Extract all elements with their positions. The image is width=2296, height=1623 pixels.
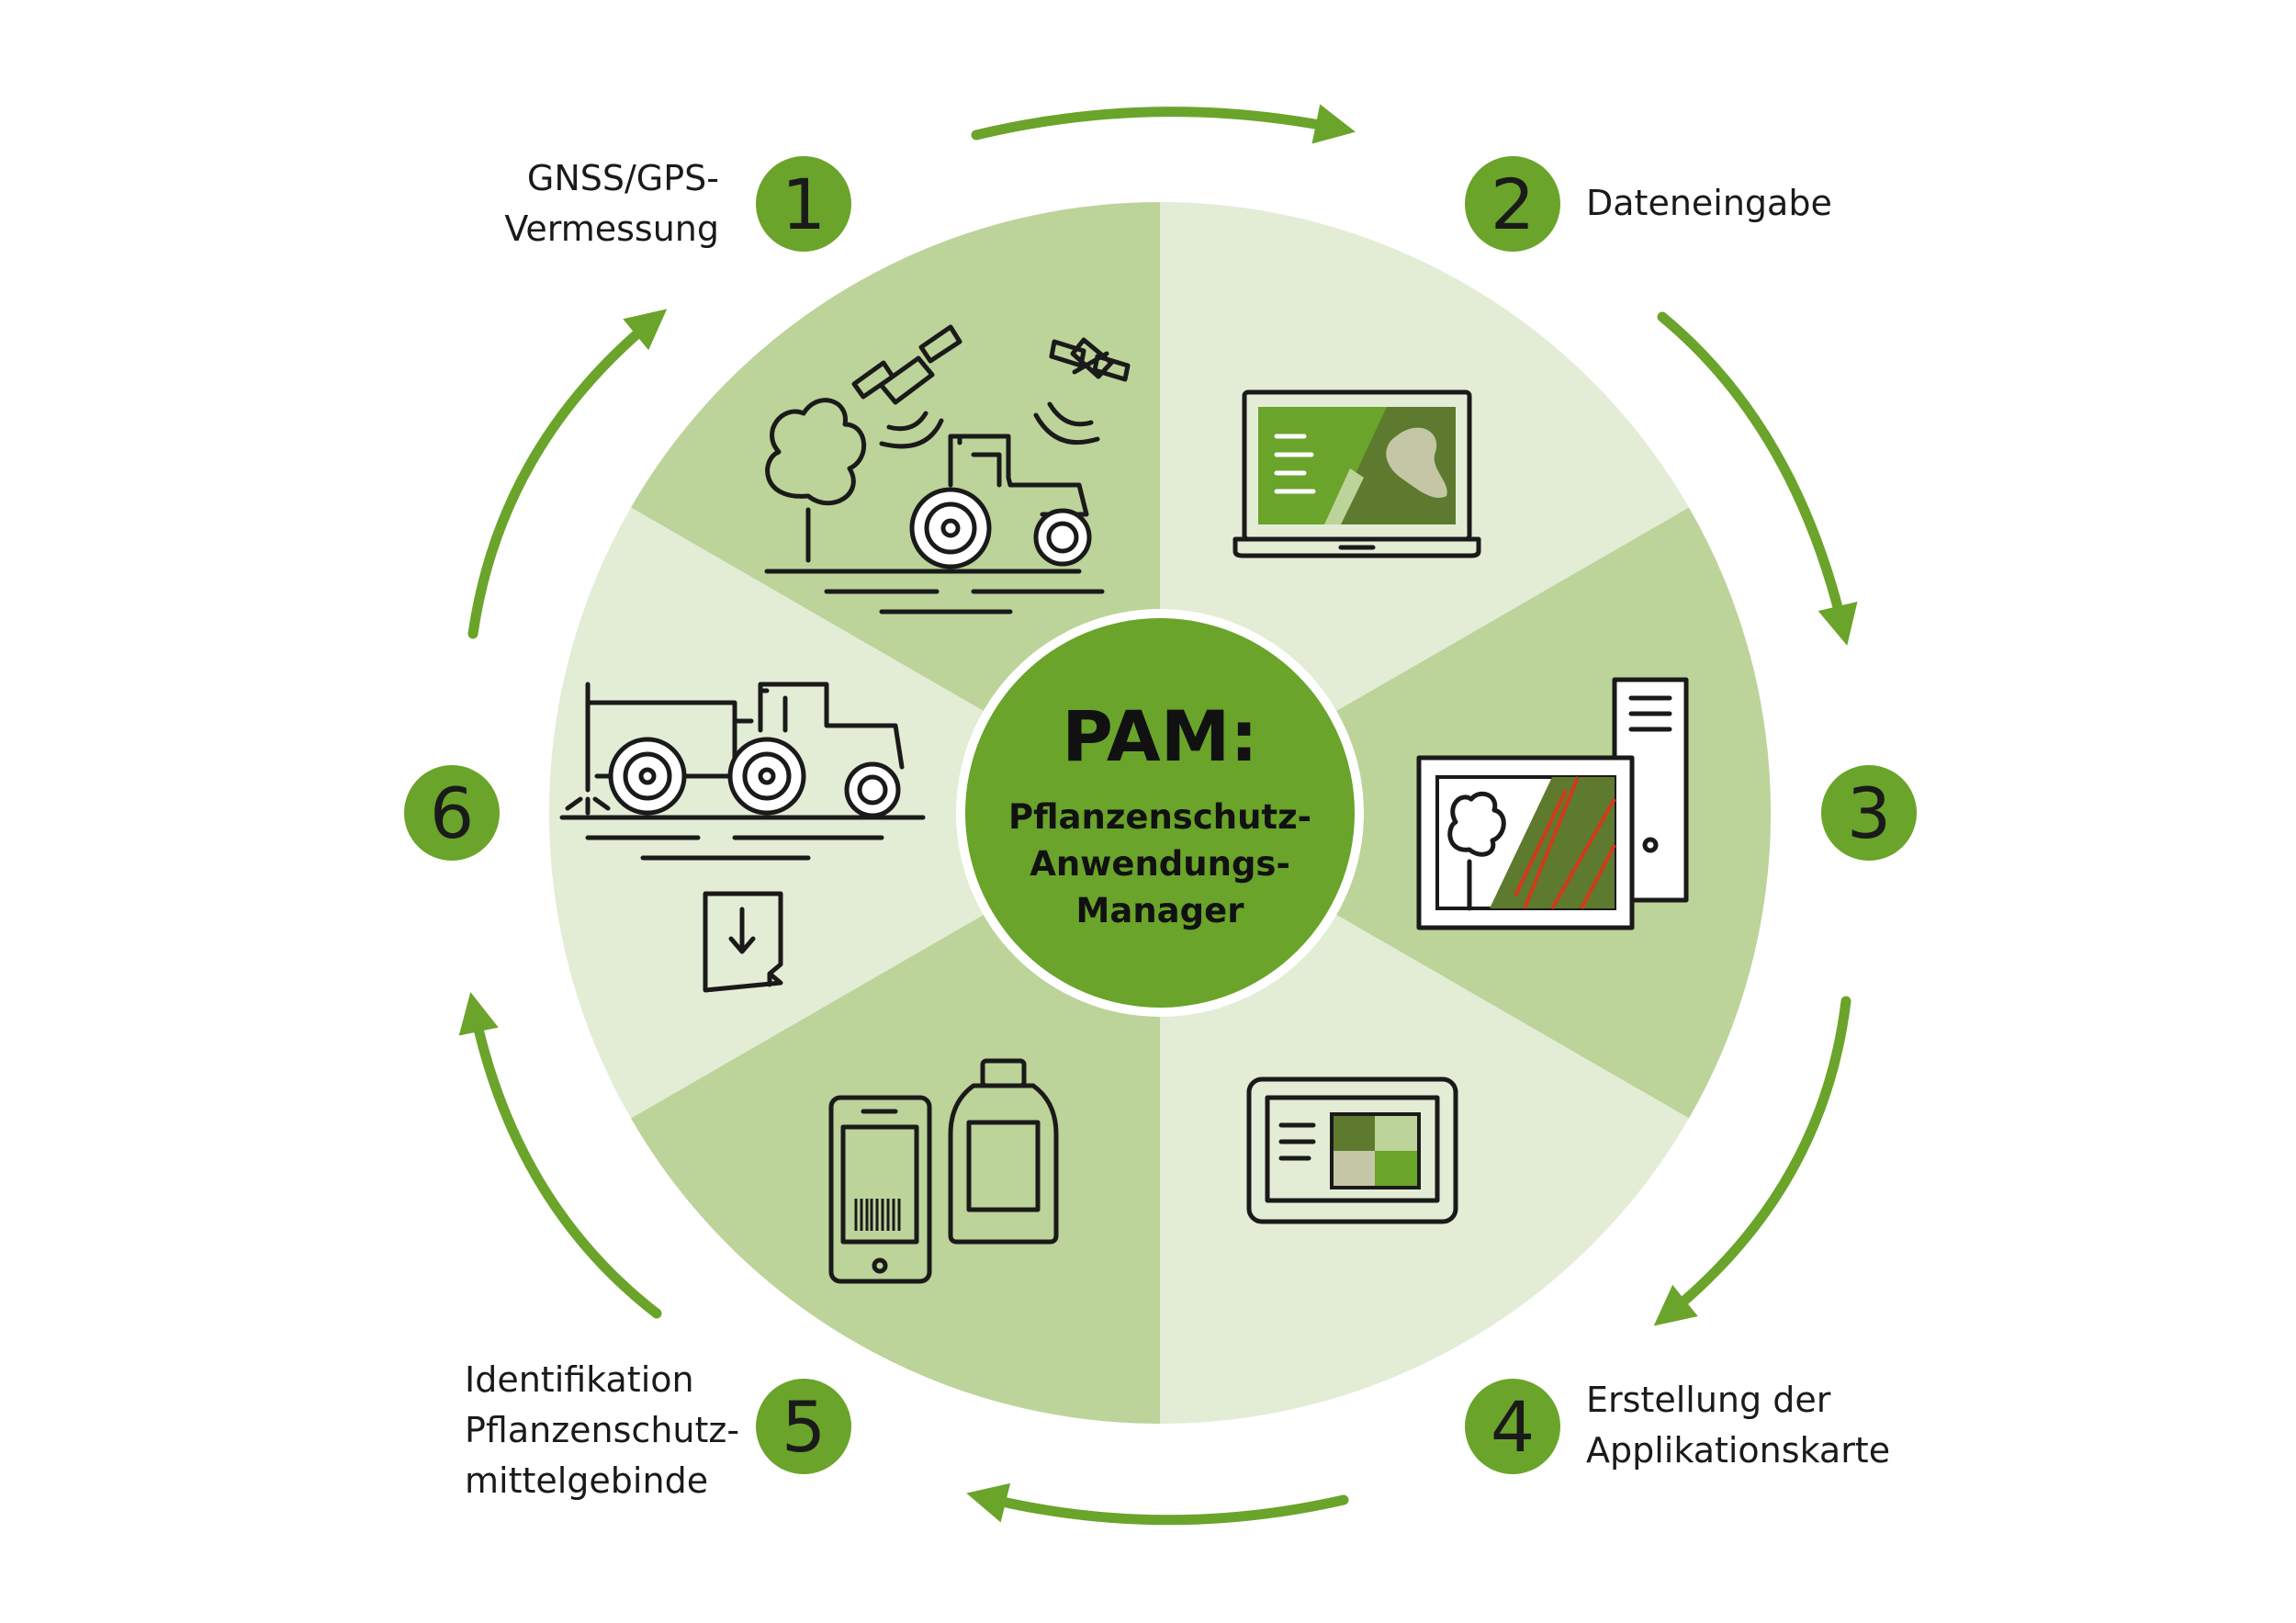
step-number-6: 6: [430, 772, 474, 854]
step-number-1: 1: [782, 163, 826, 245]
step-1-label-line-2: Vermessung: [504, 209, 719, 249]
step-badge-3: 3: [1821, 765, 1917, 861]
center-title: PAM:: [1062, 695, 1258, 777]
step-badge-2: 2: [1465, 156, 1560, 252]
sector-6: [548, 507, 1160, 1119]
step-badge-4: 4: [1465, 1379, 1560, 1474]
arrow-5-to-6: [458, 992, 662, 1319]
cycle-arrows: [458, 104, 1858, 1526]
step-number-5: 5: [782, 1386, 826, 1468]
arrow-3-to-4: [1653, 996, 1851, 1326]
center-subtitle-line-3: Manager: [1076, 891, 1245, 930]
desktop-computer-map-icon: [1416, 677, 1689, 930]
phone-barcode-canister-icon: [828, 1058, 1059, 1284]
arrow-2-to-3: [1657, 311, 1858, 646]
step-1-label-line-1: GNSS/GPS-: [527, 158, 719, 198]
arrow-1-to-2: [971, 104, 1356, 144]
terminal-display-icon: [1246, 1076, 1458, 1224]
arrow-6-to-1: [467, 309, 668, 639]
step-badge-1: 1: [756, 156, 851, 252]
step-4-label-line-2: Applikationskarte: [1586, 1430, 1890, 1471]
center-subtitle-line-1: Pflanzenschutz-: [1008, 797, 1311, 837]
step-2-label-line-1: Dateneingabe: [1586, 183, 1832, 223]
tractor-sprayer-download-icon: [559, 682, 926, 993]
step-number-2: 2: [1491, 163, 1535, 245]
step-5-label-line-2: Pflanzenschutz-: [465, 1410, 739, 1450]
center-circle: [965, 618, 1355, 1008]
step-5-label-line-1: Identifikation: [465, 1359, 694, 1400]
step-5-label-line-3: mittelgebinde: [465, 1460, 708, 1501]
tractor-satellite-icon: [764, 324, 1131, 614]
laptop-map-icon: [1232, 389, 1481, 558]
step-number-4: 4: [1491, 1386, 1535, 1468]
step-badge-5: 5: [756, 1379, 851, 1474]
step-badge-6: 6: [404, 765, 500, 861]
step-4-label-line-1: Erstellung der: [1586, 1380, 1831, 1420]
arrow-4-to-5: [966, 1482, 1349, 1526]
center-subtitle-line-2: Anwendungs-: [1030, 844, 1290, 884]
step-number-3: 3: [1847, 772, 1891, 854]
